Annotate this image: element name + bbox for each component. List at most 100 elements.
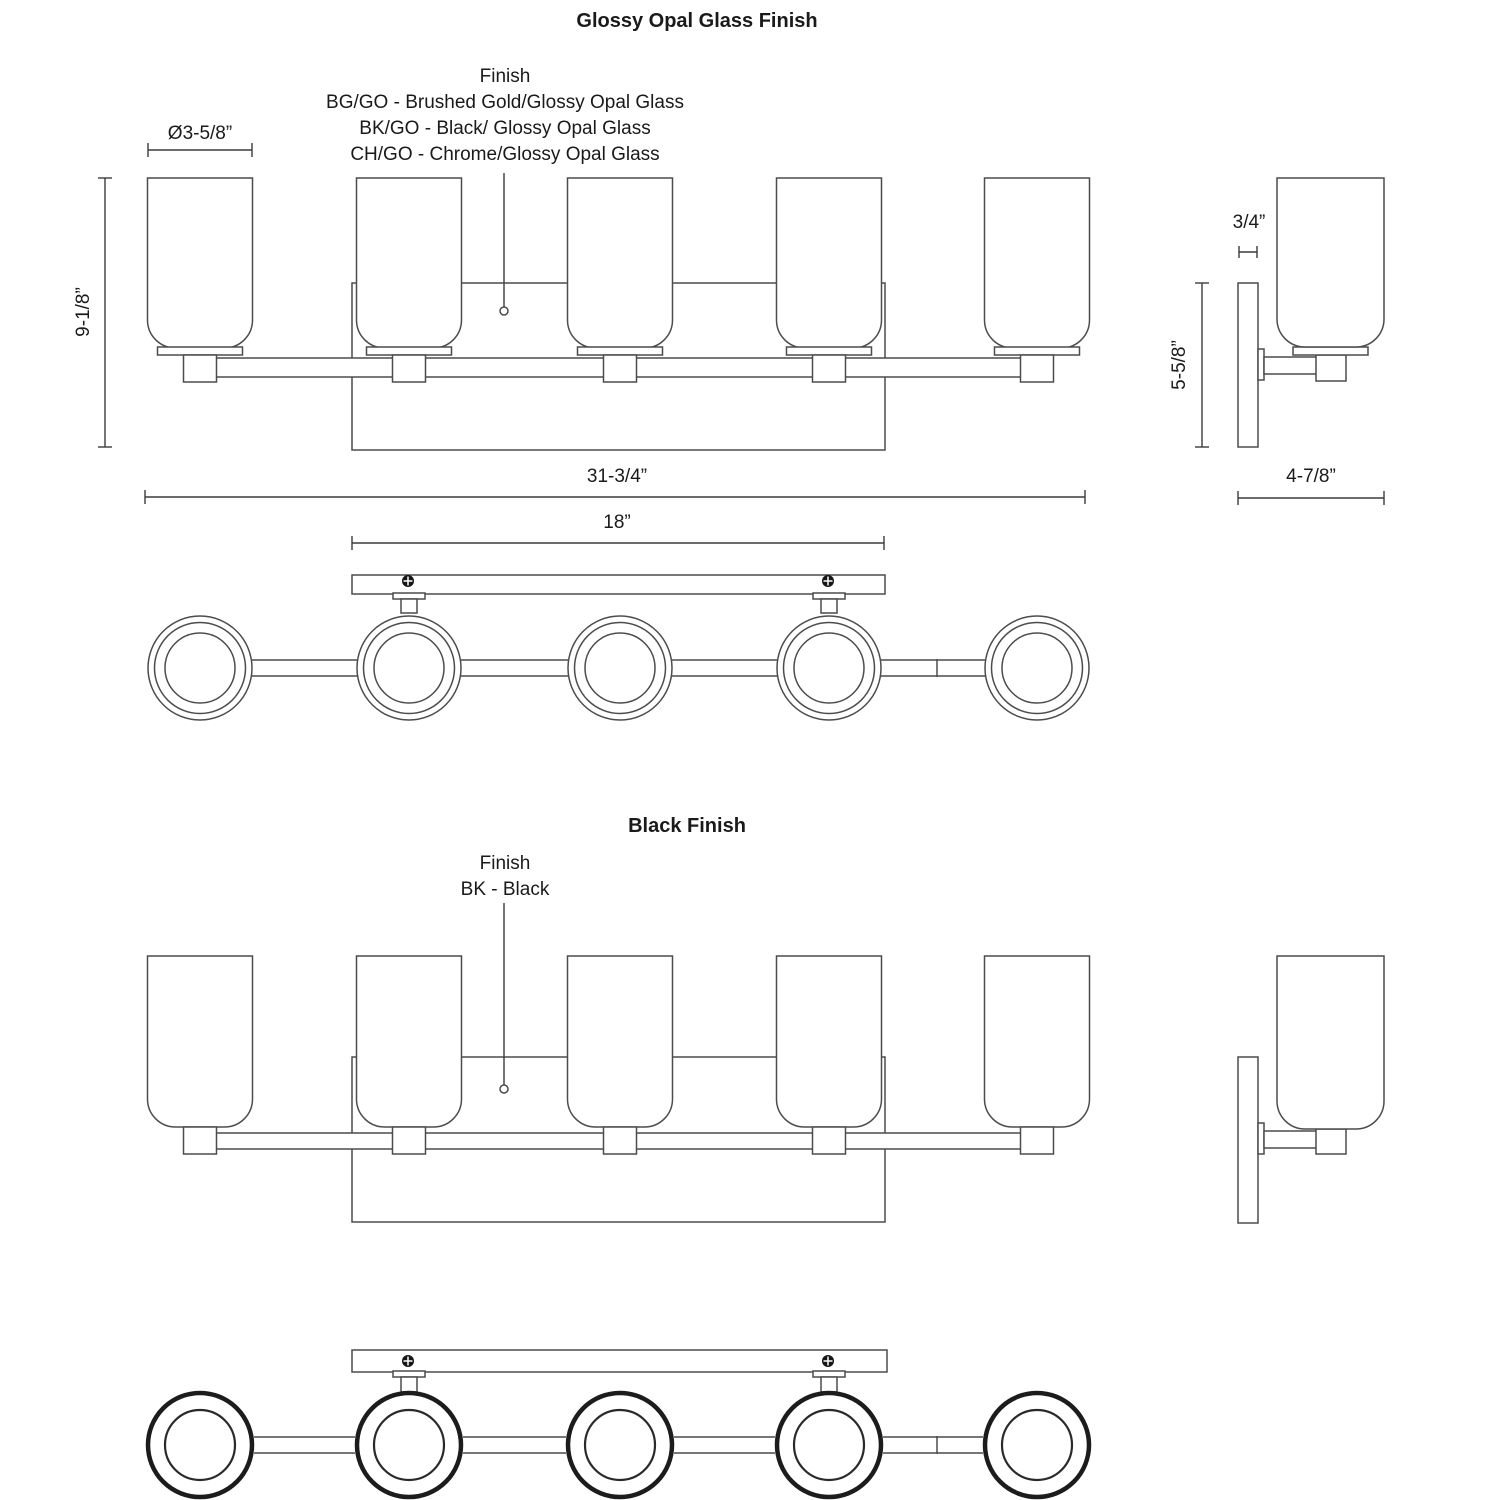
shade-lip — [365, 346, 453, 356]
shade-socket — [182, 354, 218, 383]
glossy-front-view — [146, 173, 1091, 451]
shade-socket — [811, 1126, 847, 1155]
side-glass-shade — [1276, 955, 1385, 1130]
shade-ring-inner — [583, 1408, 657, 1482]
glass-shade — [775, 955, 883, 1128]
shade-ring-middle — [573, 621, 667, 715]
section-title-black: Black Finish — [628, 815, 746, 837]
glass-shade — [146, 177, 254, 349]
top-mounting-plate — [351, 574, 886, 595]
glass-shade — [355, 177, 463, 349]
finish-note-glossy: Finish BG/GO - Brushed Gold/Glossy Opal … — [326, 64, 684, 168]
stem — [400, 598, 418, 614]
side-socket — [1315, 1128, 1347, 1155]
shade-socket — [1019, 354, 1055, 383]
glass-shade — [775, 177, 883, 349]
black-side-view — [1237, 955, 1385, 1224]
dim-label-overall-height: 9-1/8” — [73, 287, 94, 337]
shade-ring-middle — [990, 621, 1084, 715]
shade-socket — [1019, 1126, 1055, 1155]
shade-ring-outer — [567, 615, 673, 721]
dimension-overall-height — [98, 177, 112, 448]
stem — [820, 598, 838, 614]
shade-ring-inner — [792, 1408, 866, 1482]
dim-label-backplate-height: 5-5/8” — [1169, 340, 1190, 390]
side-socket — [1315, 354, 1347, 382]
section-title-glossy: Glossy Opal Glass Finish — [576, 10, 818, 32]
glossy-side-view — [1237, 177, 1385, 448]
glass-shades — [146, 955, 1091, 1155]
shade-lip — [785, 346, 873, 356]
side-arm-flange — [1257, 1122, 1265, 1155]
shade-ring-inner — [1001, 632, 1073, 704]
shade-socket — [602, 1126, 638, 1155]
shade-ring-middle — [153, 621, 247, 715]
shade-socket — [602, 354, 638, 383]
finish-option: BG/GO - Brushed Gold/Glossy Opal Glass — [326, 92, 684, 113]
shade-ring-outer — [984, 615, 1090, 721]
black-top-view — [145, 1349, 1092, 1500]
shade-socket — [391, 1126, 427, 1155]
shade-lip — [156, 346, 244, 356]
shade-ring-middle — [362, 621, 456, 715]
finish-option: CH/GO - Chrome/Glossy Opal Glass — [350, 144, 660, 165]
dimension-backplate-height — [1195, 282, 1209, 448]
dimension-wall-extension — [1237, 491, 1385, 505]
finish-option: BK/GO - Black/ Glossy Opal Glass — [359, 118, 651, 139]
shade-socket — [811, 354, 847, 383]
glass-shade — [146, 955, 254, 1128]
dim-label-shade-diameter: Ø3-5/8” — [167, 123, 233, 144]
finish-leader — [499, 903, 509, 1094]
stem-flange — [392, 1370, 426, 1378]
glass-shade — [566, 177, 674, 349]
shade-ring-inner — [584, 632, 656, 704]
stem-flange — [812, 592, 846, 600]
glass-shades — [146, 177, 1091, 383]
stem — [820, 1376, 838, 1393]
side-backplate — [1237, 282, 1259, 448]
leader-endpoint — [499, 306, 509, 316]
finish-leader — [499, 173, 509, 316]
dim-label-backplate-width: 18” — [603, 512, 631, 533]
shade-ring-inner — [373, 632, 445, 704]
finish-heading: Finish — [479, 66, 531, 87]
glass-shade — [355, 955, 463, 1128]
side-arm-flange — [1257, 348, 1265, 381]
glass-shade — [983, 177, 1091, 349]
side-arm — [1263, 1130, 1318, 1149]
top-mounting-plate — [351, 1349, 888, 1373]
finish-option: BK - Black — [460, 879, 550, 900]
shade-lip — [576, 346, 664, 356]
shade-lip — [993, 346, 1081, 356]
shade-ring-outer — [147, 615, 253, 721]
shade-ring-inner — [793, 632, 865, 704]
dimension-shade-diameter — [147, 143, 253, 157]
glass-shade — [566, 955, 674, 1128]
shade-ring-inner — [372, 1408, 446, 1482]
dim-label-backplate-depth: 3/4” — [1232, 212, 1266, 233]
dim-label-wall-extension: 4-7/8” — [1286, 466, 1336, 487]
glass-shade — [983, 955, 1091, 1128]
shade-ring-middle — [782, 621, 876, 715]
dim-label-overall-width: 31-3/4” — [586, 466, 648, 487]
side-arm — [1263, 356, 1318, 375]
stem-flange — [392, 592, 426, 600]
glossy-top-view — [147, 574, 1090, 721]
side-glass-shade — [1276, 177, 1385, 348]
side-shade-lip — [1292, 346, 1369, 356]
side-backplate — [1237, 1056, 1259, 1224]
shade-socket — [391, 354, 427, 383]
finish-heading: Finish — [479, 853, 531, 874]
shade-ring-outer — [776, 615, 882, 721]
shade-ring-inner — [1000, 1408, 1074, 1482]
finish-note-black: Finish BK - Black — [461, 851, 550, 903]
shade-ring-outer — [356, 615, 462, 721]
dimension-backplate-width — [351, 536, 885, 550]
dimension-overall-width — [144, 490, 1086, 504]
shade-ring-inner — [163, 1408, 237, 1482]
stem-flange — [812, 1370, 846, 1378]
shade-socket — [182, 1126, 218, 1155]
shade-ring-inner — [164, 632, 236, 704]
